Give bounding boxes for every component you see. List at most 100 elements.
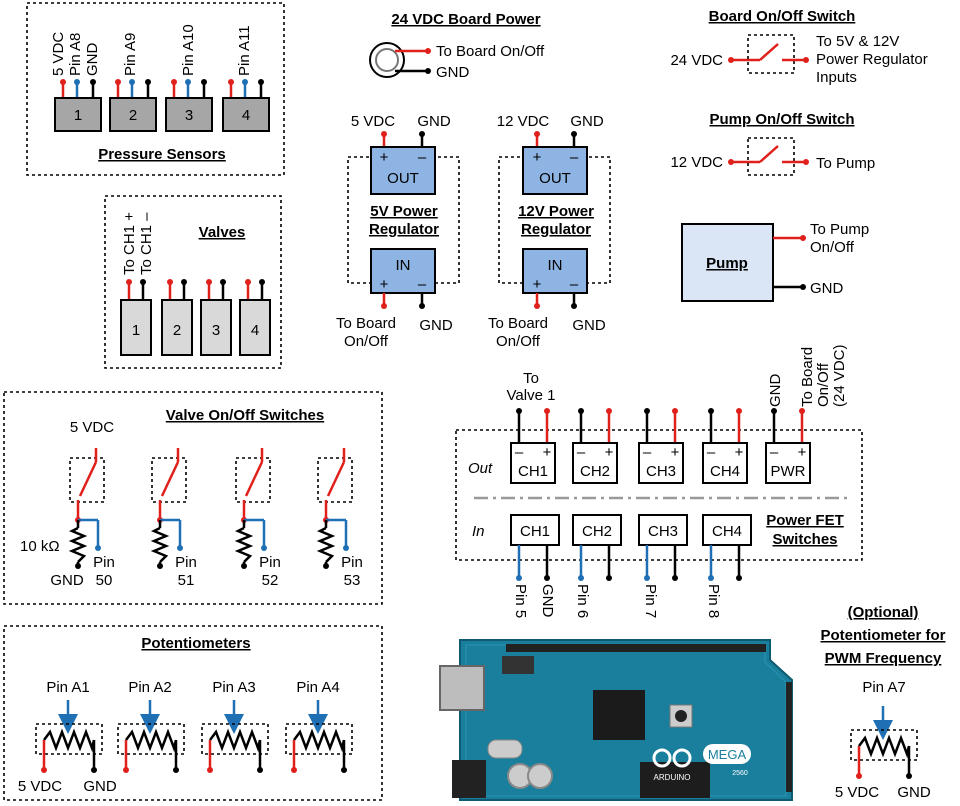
valve-switches-gnd: GND (50, 572, 84, 589)
board-power-gnd: GND (436, 64, 470, 81)
pressure-pin-5vdc: 5 VDC (50, 32, 67, 76)
fet-in-pin8: Pin 8 (705, 584, 722, 618)
arduino-header-top (506, 644, 766, 652)
pump-label: Pump (706, 255, 748, 272)
fet-in-pin7: Pin 7 (642, 584, 659, 618)
reg12-title-2: Regulator (521, 221, 591, 238)
pot-resistor-4 (293, 728, 346, 753)
fet-in-label-2: CH2 (582, 523, 612, 540)
reg5-out-box (370, 146, 436, 195)
fet-pwr-to-board: To Board (799, 347, 816, 407)
fet-to-valve-1: To (523, 370, 539, 387)
fet-out-minus-3: – (643, 444, 652, 461)
fet-in-label: In (472, 523, 485, 540)
arduino-model: MEGA (708, 747, 747, 762)
svg-text:–: – (570, 276, 579, 293)
fet-out-label: Out (468, 460, 493, 477)
fet-title-2: Switches (772, 531, 837, 548)
arduino-mega-board: ARDUINO MEGA 2560 (439, 639, 793, 801)
fet-out-ch3 (638, 442, 684, 484)
reg12-in-onoff: On/Off (496, 333, 541, 350)
pulldown-resistor-1 (68, 526, 88, 563)
fet-out-label-2: CH2 (580, 463, 610, 480)
fet-in-pin6: Pin 6 (574, 584, 591, 618)
svg-text:–: – (418, 149, 427, 166)
fet-pwr-onoff: On/Off (815, 362, 832, 407)
pressure-pin-a10: Pin A10 (180, 24, 197, 76)
usb-connector (439, 665, 485, 711)
reg12-out-gnd: GND (570, 113, 604, 130)
potentiometers-supply: 5 VDC (18, 778, 62, 795)
reg5-in-gnd: GND (419, 317, 453, 334)
pulldown-resistor-4 (316, 526, 336, 563)
board-power-to-switch: To Board On/Off (436, 43, 545, 60)
fet-in-pin5: Pin 5 (512, 584, 529, 618)
fet-title-1: Power FET (766, 512, 844, 529)
reg5-title-2: Regulator (369, 221, 439, 238)
svg-text:+: + (533, 149, 542, 166)
fet-in-label-1: CH1 (520, 523, 550, 540)
pressure-sensors-title: Pressure Sensors (98, 146, 226, 163)
svg-text:+: + (380, 149, 389, 166)
fet-in-label-3: CH3 (648, 523, 678, 540)
pulldown-resistor-2 (150, 526, 170, 563)
reg5-in-onoff: On/Off (344, 333, 389, 350)
fet-out-label-1: CH1 (518, 463, 548, 480)
fet-to-valve-2: Valve 1 (507, 387, 556, 404)
pressure-pin-a11: Pin A11 (236, 25, 253, 76)
pressure-sensor-label-1: 1 (74, 107, 82, 124)
fet-out-label-3: CH3 (646, 463, 676, 480)
valve-switch-pin-4: 53 (344, 572, 361, 589)
pressure-sensor-2 (109, 97, 157, 132)
reg5-out-gnd: GND (417, 113, 451, 130)
valve-switches-supply: 5 VDC (70, 419, 114, 436)
valve-switches-group: Valve On/Off Switches 5 VDC 10 kΩ GND Pi… (3, 391, 383, 605)
valve-2 (161, 299, 193, 356)
power-jack (452, 760, 486, 798)
reg12-out-12vdc: 12 VDC (497, 113, 550, 130)
pot-pin-label-2: Pin A2 (128, 679, 171, 696)
fet-pwr-gnd: GND (767, 374, 784, 408)
reg5-out-label: OUT (387, 170, 419, 187)
valve-switch-2 (160, 461, 180, 497)
valve-switch-pin-word-2: Pin (175, 554, 197, 571)
mcu-chip (593, 690, 645, 740)
pump-switch-group: Pump On/Off Switch 12 VDC To Pump (670, 111, 875, 176)
regulator-12v-group: 12 VDC GND + – OUT 12V Power Regulator I… (488, 113, 611, 350)
pressure-pin-a8: Pin A8 (67, 33, 84, 76)
svg-text:+: + (533, 276, 542, 293)
pump-switch-output: To Pump (816, 155, 875, 172)
reg12-out-box (522, 146, 588, 195)
fet-out-plus-1: + (543, 444, 552, 461)
pot-pin-label-4: Pin A4 (296, 679, 339, 696)
arduino-brand: ARDUINO (654, 773, 691, 782)
reg12-out-label: OUT (539, 170, 571, 187)
fet-in-ch1 (510, 514, 560, 546)
pwm-pin: Pin A7 (862, 679, 905, 696)
fet-out-label-4: CH4 (710, 463, 740, 480)
fet-out-label-5: PWR (771, 463, 806, 480)
reg12-title-1: 12V Power (518, 203, 594, 220)
fet-out-ch4 (702, 442, 748, 484)
reg12-in-gnd: GND (572, 317, 606, 334)
pressure-pin-gnd: GND (84, 43, 101, 77)
potentiometers-gnd: GND (83, 778, 117, 795)
fet-out-minus-1: – (515, 444, 524, 461)
potentiometers-border (3, 625, 383, 801)
valve-1 (120, 299, 152, 356)
fet-in-label-4: CH4 (712, 523, 742, 540)
fet-in-ch2 (572, 514, 622, 546)
board-switch-input: 24 VDC (670, 52, 723, 69)
pwm-gnd: GND (897, 784, 931, 801)
fet-out-ch1 (510, 442, 556, 484)
pressure-sensors-border (26, 2, 285, 176)
valve-pin-ch1-minus: To CH1 – (138, 212, 155, 275)
valve-switches-border (3, 391, 383, 605)
regulator-5v-group: 5 VDC GND + – OUT 5V Power Regulator IN … (336, 113, 460, 350)
valve-switch-1 (78, 461, 98, 497)
reg5-in-box (370, 248, 436, 294)
fet-out-plus-3: + (671, 444, 680, 461)
pwm-title-2: Potentiometer for (820, 627, 945, 644)
valve-switch-pin-word-1: Pin (93, 554, 115, 571)
